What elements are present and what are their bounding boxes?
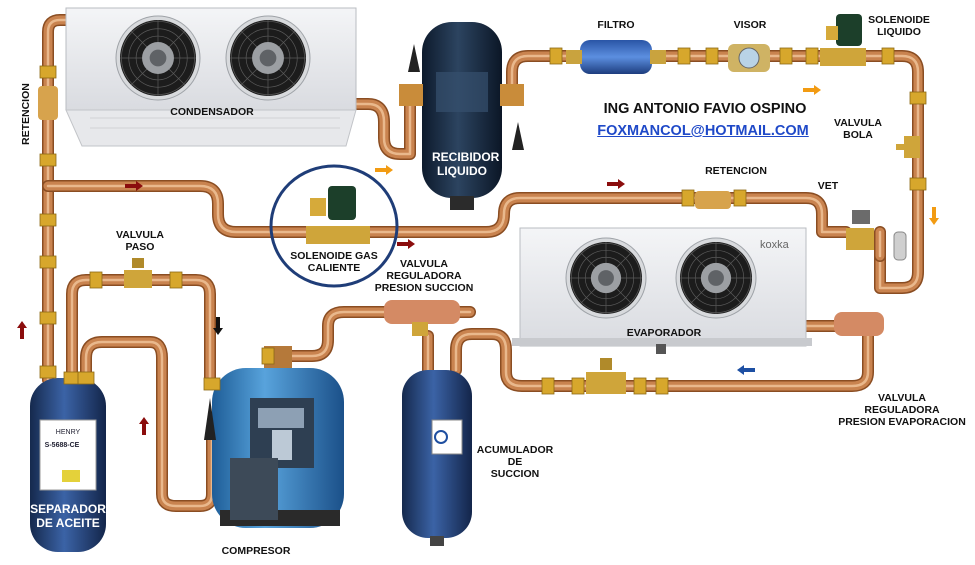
sight-glass: [728, 44, 770, 72]
evaporator-brand: koxka: [760, 239, 790, 251]
flow-arrow-icon: [929, 207, 939, 225]
check-valve-vertical: [38, 86, 58, 120]
label-vet: VET: [813, 180, 843, 192]
check-valve: [695, 191, 731, 209]
compressor-icon: [204, 346, 344, 528]
label-condensador: CONDENSADOR: [162, 106, 262, 118]
hot-gas-solenoid-valve: [306, 186, 370, 244]
flow-arrow-icon: [375, 165, 393, 175]
fan-icon: [676, 238, 756, 318]
separator-brand: HENRY: [56, 429, 81, 436]
ball-valve: [896, 136, 920, 158]
flow-arrow-icon: [737, 365, 755, 375]
manual-valve: [124, 258, 152, 288]
ball-valve-suction-line: [586, 358, 626, 394]
flow-arrow-icon: [139, 417, 149, 435]
liquid-solenoid-valve: [820, 14, 866, 66]
label-evaporador: EVAPORADOR: [612, 327, 716, 339]
suction-pressure-regulator: [384, 300, 460, 336]
condenser-unit: [66, 8, 356, 146]
label-filtro: FILTRO: [594, 19, 638, 31]
separator-model: S-5688-CE: [45, 442, 80, 449]
flow-arrow-icon: [397, 239, 415, 249]
author-name: ING ANTONIO FAVIO OSPINO: [598, 101, 812, 117]
liquid-receiver-tank: [399, 22, 524, 210]
label-compresor: COMPRESOR: [216, 545, 296, 557]
flow-arrow-icon: [17, 321, 27, 339]
fan-icon: [566, 238, 646, 318]
filter-drier: [566, 40, 666, 74]
suction-accumulator-tank: [402, 370, 472, 546]
author-email[interactable]: FOXMANCOL@HOTMAIL.COM: [586, 123, 820, 139]
fan-icon: [226, 16, 310, 100]
flow-arrow-icon: [607, 179, 625, 189]
evaporator-pressure-regulator: [834, 312, 884, 336]
fan-icon: [116, 16, 200, 100]
label-retencion-vertical: RETENCION: [20, 83, 32, 145]
label-visor: VISOR: [728, 19, 772, 31]
flow-arrow-icon: [803, 85, 821, 95]
label-retencion: RETENCION: [696, 165, 776, 177]
